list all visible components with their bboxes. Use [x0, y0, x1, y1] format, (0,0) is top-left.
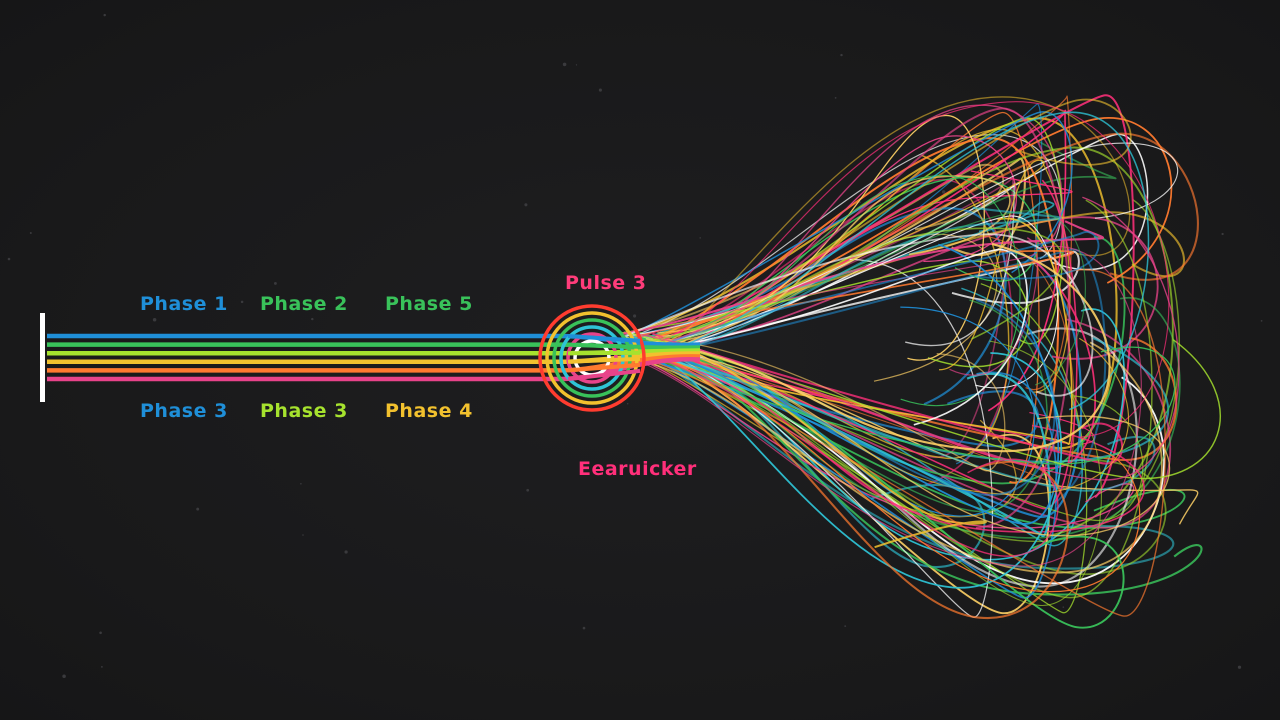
fan-curve [640, 107, 1071, 529]
background-speck [582, 626, 586, 630]
label-bottom-1: Phase 3 [140, 400, 228, 422]
node-ring [538, 304, 646, 412]
fan-curve [633, 296, 1181, 539]
fan-curve [624, 340, 1102, 606]
fan-curve [652, 248, 1028, 426]
fan-curve [650, 358, 1145, 533]
background-speck [311, 317, 314, 321]
background-speck [575, 64, 578, 66]
fan-curve [647, 179, 1078, 510]
fan-curve [650, 353, 1141, 593]
merge-node [538, 304, 646, 412]
fan-curve [622, 227, 1063, 347]
fan-curve [623, 220, 1105, 335]
stream-through-node [567, 342, 641, 349]
fan-curve [637, 346, 1176, 465]
background-speck [7, 257, 11, 261]
label-bottom-3: Phase 4 [385, 400, 473, 422]
background-speck [716, 349, 719, 352]
fan-curve [621, 346, 1059, 557]
fan-curve [639, 101, 1170, 438]
fan-curve [638, 196, 1180, 481]
background-speck [1237, 665, 1242, 669]
fan-curve [640, 359, 1135, 529]
fan-curve [632, 299, 1048, 512]
background-speck [562, 62, 567, 67]
fan-curve [657, 337, 1006, 472]
background-speck [632, 314, 637, 318]
fan-curve [655, 96, 1131, 355]
fan-curve [623, 250, 1083, 518]
background-speck [29, 231, 32, 235]
fan-curve [621, 233, 1094, 397]
background-speck [62, 674, 66, 678]
stream-through-node [567, 356, 641, 364]
background-speck [598, 88, 602, 92]
background-speck [1260, 320, 1263, 322]
fan-curve [659, 248, 1107, 504]
label-top-2: Phase 2 [260, 293, 348, 315]
fan-curve [648, 216, 1159, 360]
fan-curve [622, 111, 1073, 339]
background-speck [196, 507, 200, 511]
background-speck [941, 190, 946, 194]
background-speck [1221, 232, 1224, 236]
background-speck [1062, 120, 1064, 123]
label-bottom-2: Phase 3 [260, 400, 348, 422]
background-speck [699, 237, 701, 239]
fan-curve [656, 242, 1111, 453]
background-speck [344, 550, 348, 554]
fan-curve [637, 341, 1163, 574]
fan-curve [621, 299, 1056, 496]
background-speck [834, 97, 837, 99]
fan-curve [640, 354, 1069, 619]
fan-curve [656, 211, 1186, 337]
fan-curve [634, 250, 1075, 338]
background-speck [859, 201, 861, 203]
label-top-3: Phase 5 [385, 293, 473, 315]
fan-curve [640, 111, 1150, 411]
start-bar [40, 313, 45, 402]
fan-curve [633, 200, 1055, 345]
node-label: Pulse 3 [565, 272, 647, 294]
background-speck [273, 281, 277, 285]
background-speck [526, 488, 530, 492]
tangled-fan-lines [621, 94, 1221, 629]
fan-curve [626, 142, 1179, 337]
fan-curve [629, 334, 1062, 589]
background-speck [152, 318, 157, 322]
background-speck [240, 300, 244, 304]
stream-magenta [47, 357, 701, 382]
background-speck [101, 666, 103, 668]
background-speck [302, 534, 304, 536]
fan-curve [639, 199, 1153, 599]
stream-through-node [567, 368, 641, 381]
background-speck [840, 53, 843, 57]
fan-curve [645, 338, 1171, 537]
label-top-1: Phase 1 [140, 293, 228, 315]
background-speck [844, 625, 847, 627]
background-speck [1062, 606, 1065, 608]
background-speck [626, 403, 629, 405]
fan-curve [640, 268, 1166, 617]
fan-curve [648, 215, 1059, 389]
caption-label: Eearuicker [578, 458, 697, 480]
fan-curve [639, 159, 1045, 371]
fan-curve [649, 257, 1096, 469]
fan-curve [635, 132, 1199, 356]
fan-curve [626, 245, 1142, 567]
background-speck [524, 203, 528, 207]
background-speck [103, 13, 106, 17]
background-speck [99, 631, 102, 635]
stream-through-node [567, 362, 641, 373]
background-speck [300, 483, 302, 485]
stream-through-node [567, 334, 641, 343]
